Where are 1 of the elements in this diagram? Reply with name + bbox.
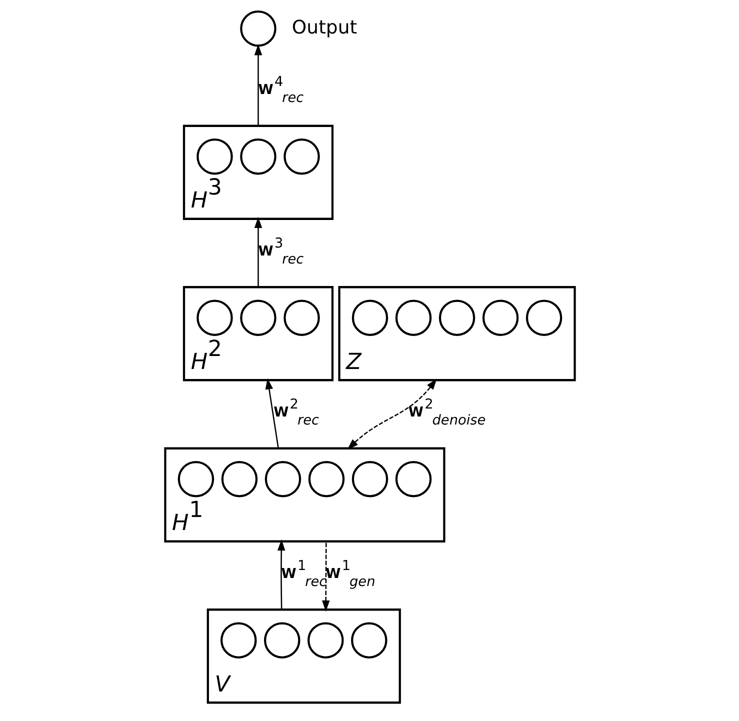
node-label: Output	[291, 17, 357, 38]
